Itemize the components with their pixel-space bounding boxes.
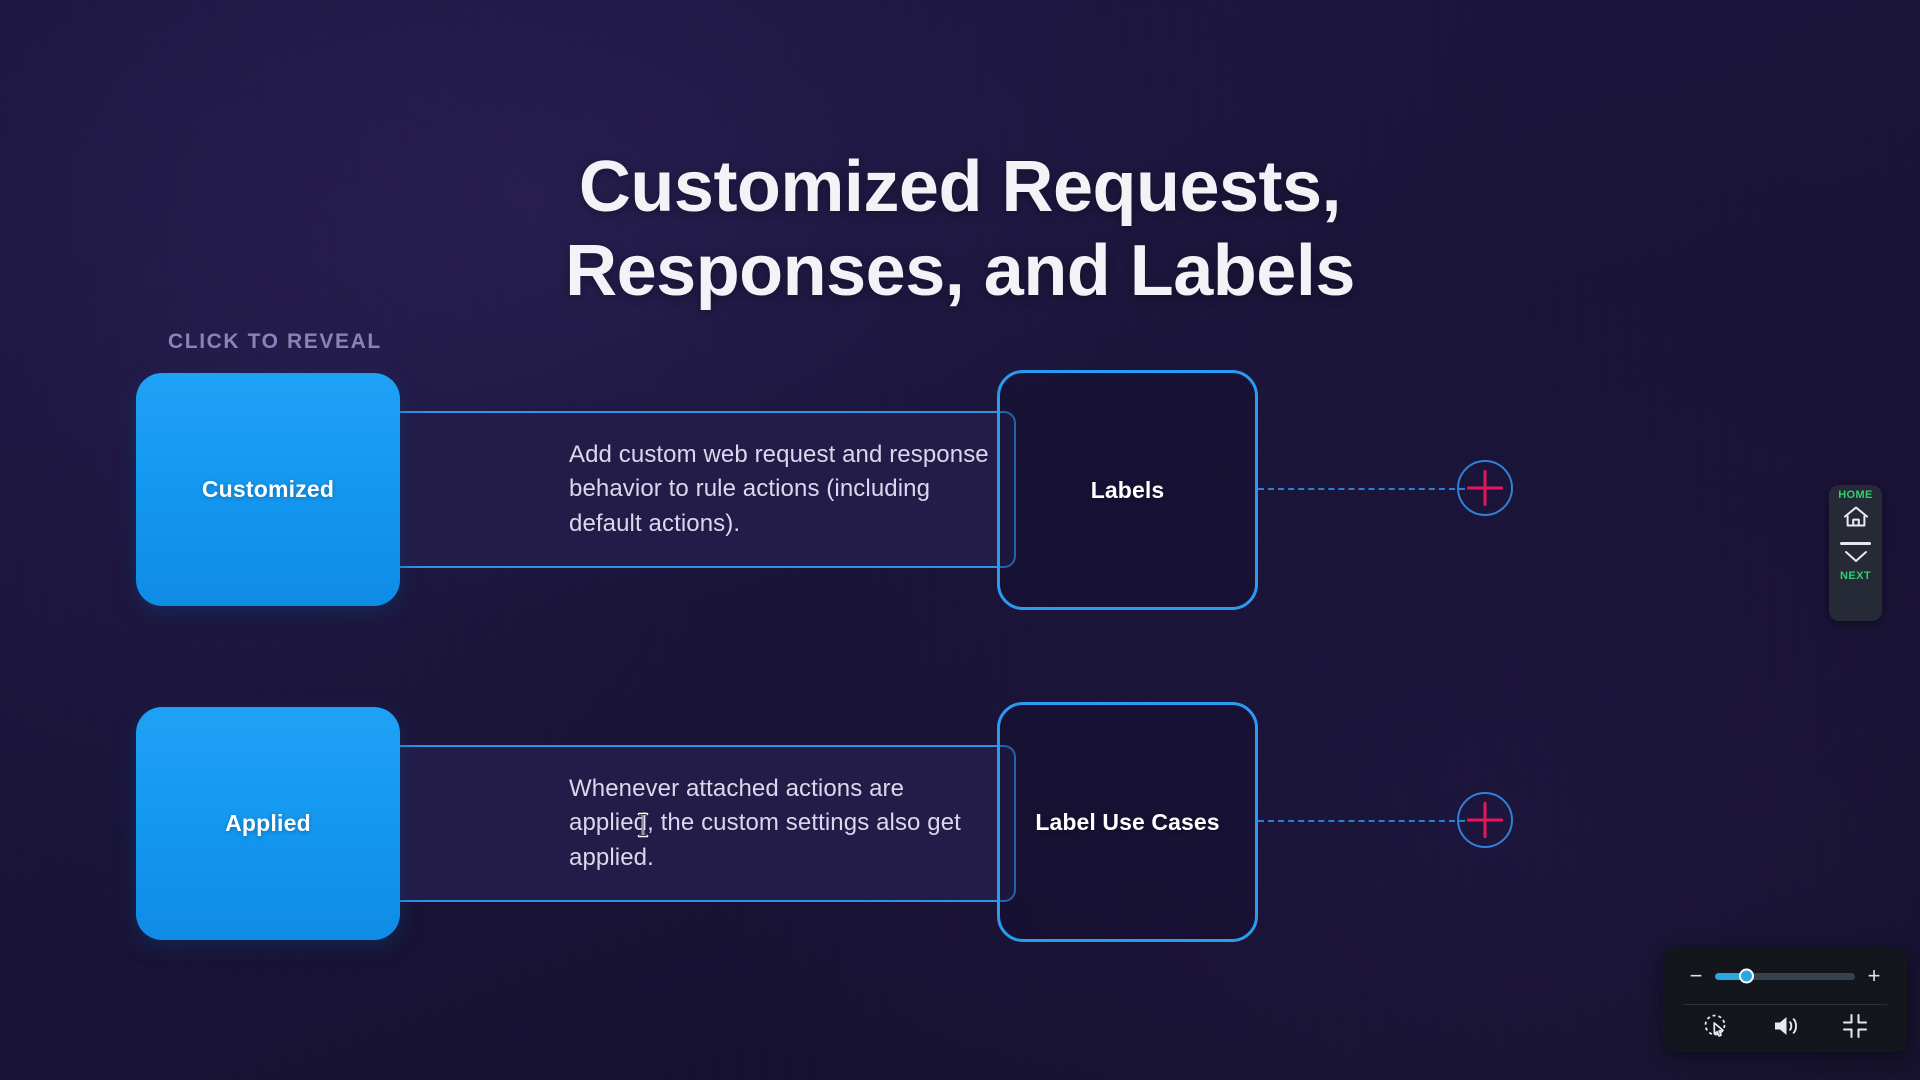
connector-dashed-line <box>1258 488 1465 490</box>
cursor-hotspot-icon[interactable] <box>1702 1012 1730 1045</box>
description-panel: Whenever attached actions are applied, t… <box>372 745 1016 902</box>
control-icon-row[interactable] <box>1663 1005 1907 1052</box>
control-bar-divider <box>1683 1004 1887 1005</box>
zoom-slider[interactable] <box>1715 968 1855 984</box>
nav-divider <box>1840 542 1871 545</box>
click-to-reveal-label: CLICK TO REVEAL <box>168 330 382 353</box>
reveal-card-label: Applied <box>225 810 311 836</box>
reveal-card-label: Customized <box>201 476 335 502</box>
page-title-line-2: Responses, and Labels <box>565 230 1355 311</box>
zoom-slider-fill <box>1715 972 1746 980</box>
zoom-control-row[interactable]: − + <box>1663 948 1907 1004</box>
side-navigation-widget[interactable]: HOME NEXT <box>1829 485 1882 621</box>
plus-circle-icon[interactable] <box>1457 460 1513 516</box>
zoom-slider-thumb[interactable] <box>1738 968 1754 984</box>
exit-fullscreen-icon[interactable] <box>1842 1013 1868 1044</box>
reveal-card[interactable]: Applied <box>136 707 400 940</box>
plus-circle-icon[interactable] <box>1457 792 1513 848</box>
locked-card[interactable]: Label Use Cases <box>997 702 1258 942</box>
locked-card[interactable]: Labels <box>997 370 1258 610</box>
page-title-line-1: Customized Requests, <box>578 147 1342 228</box>
home-icon[interactable] <box>1843 505 1869 533</box>
description-text: Whenever attached actions are applied, t… <box>569 775 961 871</box>
connector-dashed-line <box>1258 820 1465 822</box>
page-title: Customized Requests, Responses, and Labe… <box>0 146 1920 313</box>
home-label: HOME <box>1838 489 1873 501</box>
player-control-bar[interactable]: − + <box>1663 948 1907 1052</box>
reveal-card[interactable]: Customized <box>136 373 400 606</box>
zoom-in-button[interactable]: + <box>1867 963 1881 988</box>
zoom-out-button[interactable]: − <box>1689 963 1703 988</box>
next-label: NEXT <box>1840 570 1871 582</box>
volume-icon[interactable] <box>1772 1013 1800 1044</box>
chevron-down-icon[interactable] <box>1843 549 1869 569</box>
description-text: Add custom web request and response beha… <box>569 441 989 537</box>
locked-card-label: Label Use Cases <box>1035 808 1220 835</box>
description-panel: Add custom web request and response beha… <box>372 411 1016 568</box>
locked-card-label: Labels <box>1090 476 1165 503</box>
